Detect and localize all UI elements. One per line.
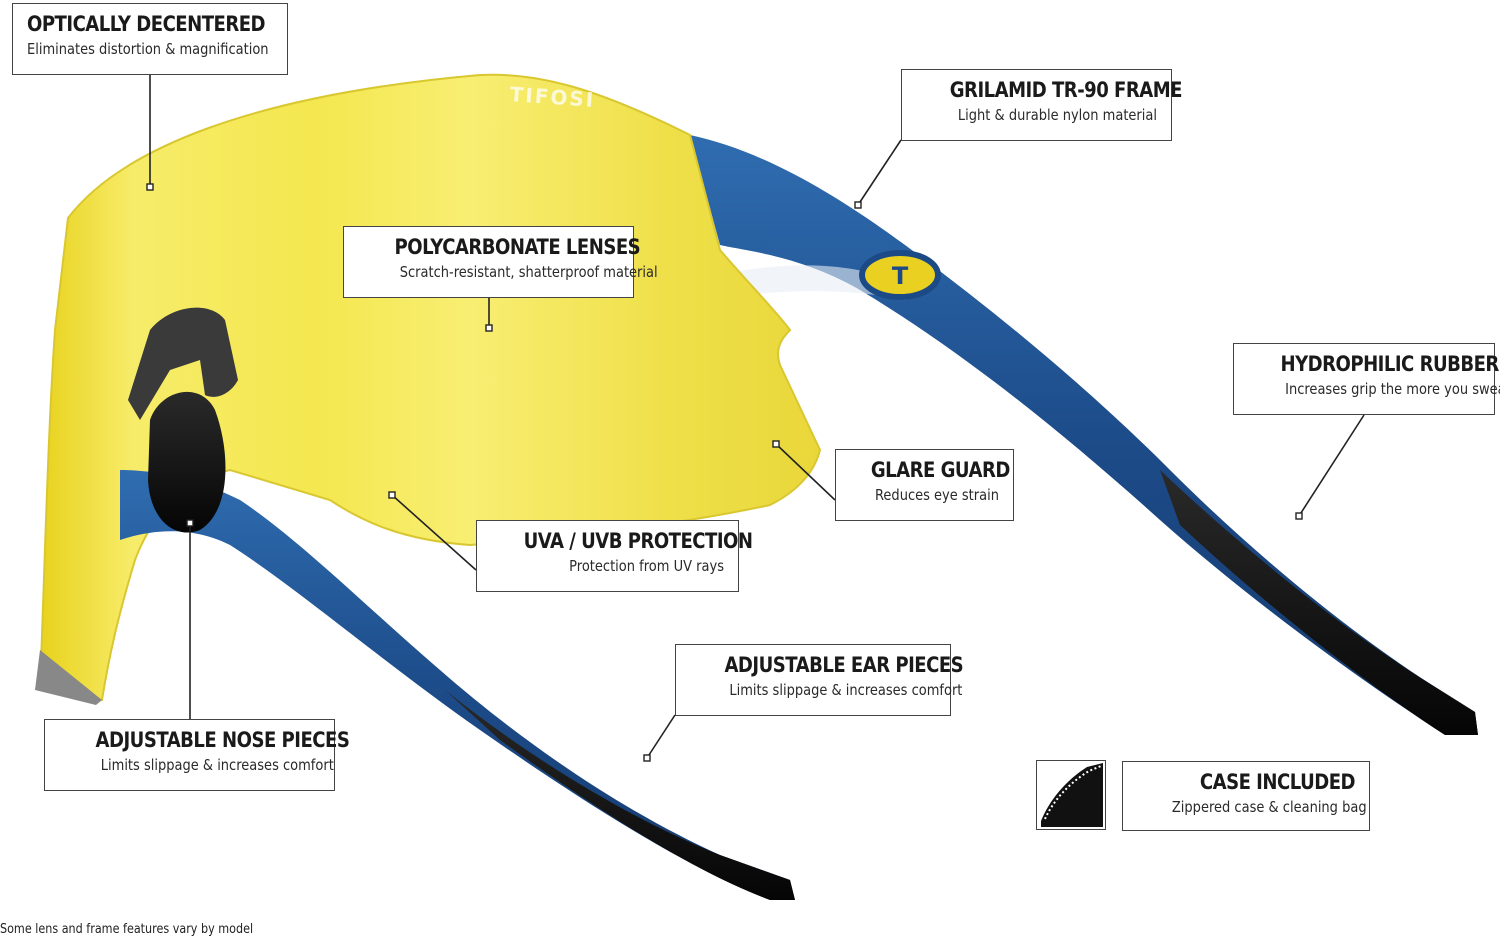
callout-title: ADJUSTABLE EAR PIECES xyxy=(724,653,964,677)
callout-subtitle: Zippered case & cleaning bag xyxy=(1171,798,1367,816)
leader-markers xyxy=(146,183,1303,762)
svg-text:T: T xyxy=(892,262,909,290)
svg-text:TIFOSI: TIFOSI xyxy=(509,82,596,112)
callout-grilamid-frame: GRILAMID TR-90 FRAME Light & durable nyl… xyxy=(901,69,1183,141)
left-temple-arm xyxy=(120,470,795,900)
callout-subtitle: Limits slippage & increases comfort xyxy=(100,756,334,774)
callout-adjustable-ear-pieces: ADJUSTABLE EAR PIECES Limits slippage & … xyxy=(675,644,964,716)
callout-subtitle: Light & durable nylon material xyxy=(957,106,1157,124)
right-ear-piece xyxy=(1160,470,1478,735)
callout-hydrophilic-rubber: HYDROPHILIC RUBBER Increases grip the mo… xyxy=(1233,343,1500,415)
callout-title: HYDROPHILIC RUBBER xyxy=(1280,352,1499,376)
nose-piece xyxy=(128,307,238,533)
callout-uva-uvb-protection: UVA / UVB PROTECTION Protection from UV … xyxy=(476,520,753,592)
callout-glare-guard: GLARE GUARD Reduces eye strain xyxy=(835,449,1014,521)
callout-title: GLARE GUARD xyxy=(870,458,1011,482)
callout-title: GRILAMID TR-90 FRAME xyxy=(949,78,1183,102)
callout-subtitle: Eliminates distortion & magnification xyxy=(27,40,269,58)
callout-case-included: CASE INCLUDED Zippered case & cleaning b… xyxy=(1122,761,1370,831)
callout-polycarbonate-lenses: POLYCARBONATE LENSES Scratch-resistant, … xyxy=(343,226,658,298)
callout-subtitle: Protection from UV rays xyxy=(569,557,724,575)
callout-subtitle: Increases grip the more you sweat xyxy=(1285,380,1500,398)
callout-title: POLYCARBONATE LENSES xyxy=(394,235,641,259)
right-temple-arm: T xyxy=(690,135,1478,735)
tifosi-logo-icon xyxy=(859,250,941,300)
callout-title: OPTICALLY DECENTERED xyxy=(27,12,266,36)
callout-title: CASE INCLUDED xyxy=(1199,770,1356,794)
callout-subtitle: Scratch-resistant, shatterproof material xyxy=(399,263,658,281)
leader-lines xyxy=(149,74,1365,759)
callout-subtitle: Limits slippage & increases comfort xyxy=(729,681,963,699)
callout-adjustable-nose-pieces: ADJUSTABLE NOSE PIECES Limits slippage &… xyxy=(44,719,350,791)
zippered-case-icon xyxy=(1036,760,1106,830)
callout-subtitle: Reduces eye strain xyxy=(874,486,999,504)
callout-title: ADJUSTABLE NOSE PIECES xyxy=(95,728,350,752)
footnote: Some lens and frame features vary by mod… xyxy=(0,922,254,937)
left-ear-piece xyxy=(445,690,795,900)
callout-title: UVA / UVB PROTECTION xyxy=(523,529,753,553)
callout-optically-decentered: OPTICALLY DECENTERED Eliminates distorti… xyxy=(12,3,288,75)
